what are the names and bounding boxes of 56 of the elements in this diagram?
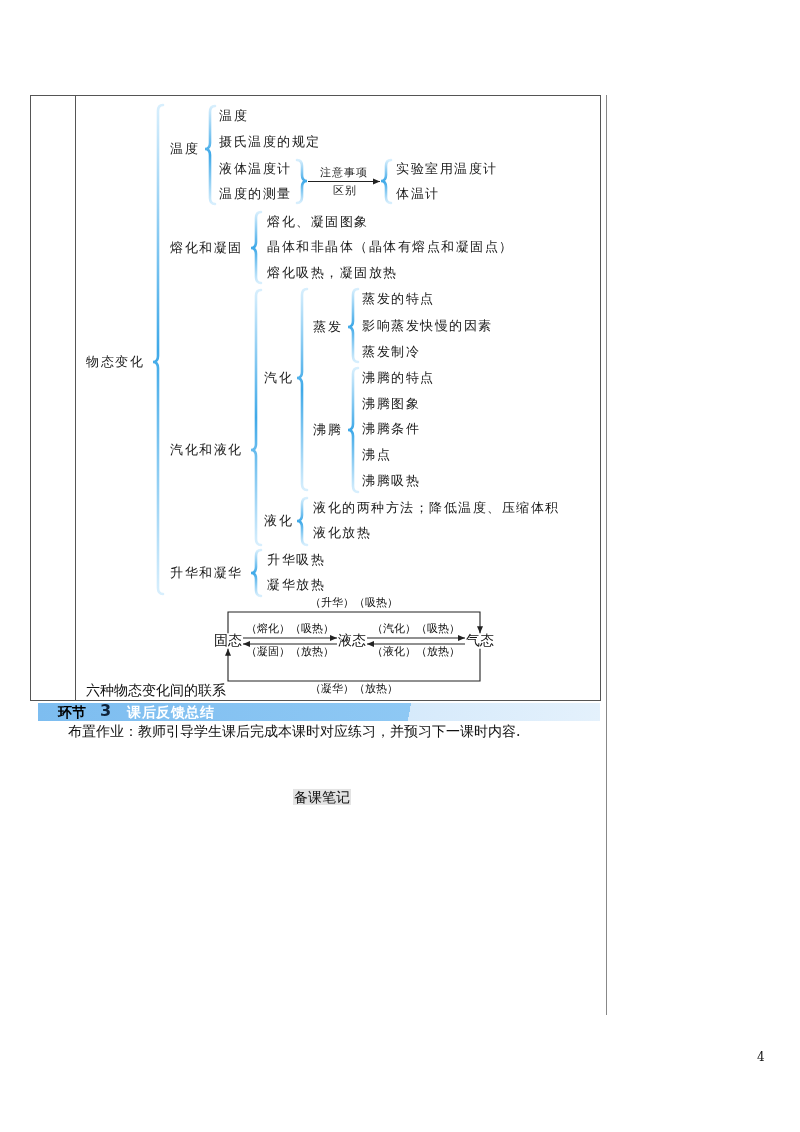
- diagram-caption: 六种物态变化间的联系: [86, 681, 226, 699]
- mind-map-item: 升华吸热: [267, 552, 325, 568]
- mind-map-topic: 蒸发: [313, 319, 342, 335]
- mind-map-item: 熔化、凝固图象: [267, 214, 369, 230]
- mind-map-item: 凝华放热: [267, 577, 325, 593]
- mind-map-item: 沸腾的特点: [362, 370, 435, 386]
- state-label: 气态: [466, 633, 494, 649]
- arrow: [225, 648, 481, 682]
- mind-map-item: 沸腾图象: [362, 396, 420, 412]
- edge-label: （升华）（吸热）: [310, 597, 398, 610]
- edge-label: （汽化）（吸热）: [372, 623, 460, 636]
- mind-map-item: 沸点: [362, 447, 391, 463]
- arrow: [242, 641, 338, 647]
- arrow: [366, 635, 466, 641]
- curly-brace: [379, 158, 393, 205]
- mind-map-item: 蒸发制冷: [362, 344, 420, 360]
- state-label: 固态: [214, 633, 242, 649]
- mind-map-item: 蒸发的特点: [362, 291, 435, 307]
- curly-brace: [295, 158, 309, 205]
- state-label: 液态: [338, 633, 366, 649]
- section-title: 课后反馈总结: [127, 703, 214, 721]
- mind-map-item: 液体温度计: [219, 161, 292, 177]
- mind-map-topic: 沸腾: [313, 422, 342, 438]
- mind-map-item: 熔化吸热，凝固放热: [267, 265, 398, 281]
- arrow-label: 区别: [333, 184, 357, 198]
- page-number: 4: [757, 1051, 765, 1065]
- mind-map-item: 摄氏温度的规定: [219, 134, 321, 150]
- arrow: [227, 611, 483, 634]
- mind-map-item: 温度的测量: [219, 186, 292, 202]
- mind-map-item: 液化的两种方法；降低温度、压缩体积: [313, 500, 560, 516]
- mind-map-topic: 液化: [264, 513, 293, 529]
- instruction-text: 布置作业：教师引导学生课后完成本课时对应练习，并预习下一课时内容.: [68, 722, 521, 740]
- mind-map-item: 温度: [219, 108, 248, 124]
- mind-map-item: 沸腾条件: [362, 421, 420, 437]
- edge-label: （熔化）（吸热）: [246, 623, 334, 636]
- mind-map-topic: 汽化和液化: [170, 442, 243, 458]
- edge-label: （凝华）（放热）: [310, 683, 398, 696]
- mind-map-topic: 熔化和凝固: [170, 240, 243, 256]
- arrow: [307, 178, 381, 185]
- notes-heading: 备课笔记: [293, 788, 351, 806]
- edge-label: （液化）（放热）: [372, 646, 460, 659]
- mind-map-item: 液化放热: [313, 525, 371, 541]
- mind-map-item: 晶体和非晶体（晶体有熔点和凝固点）: [267, 239, 514, 255]
- edge-label: 注意事项: [320, 166, 368, 180]
- mind-map-root: 物态变化: [86, 354, 144, 370]
- mind-map-topic: 升华和凝华: [170, 565, 243, 581]
- section-label: 环节: [58, 703, 86, 721]
- arrow: [366, 641, 466, 647]
- section-number: 3: [100, 701, 112, 721]
- mind-map-topic: 汽化: [264, 370, 293, 386]
- mind-map-topic: 温度: [170, 141, 199, 157]
- mind-map-item: 影响蒸发快慢的因素: [362, 318, 493, 334]
- edge-label: （凝固）（放热）: [246, 646, 334, 659]
- mind-map-item: 实验室用温度计: [396, 161, 498, 177]
- mind-map-item: 沸腾吸热: [362, 473, 420, 489]
- arrow: [242, 635, 338, 641]
